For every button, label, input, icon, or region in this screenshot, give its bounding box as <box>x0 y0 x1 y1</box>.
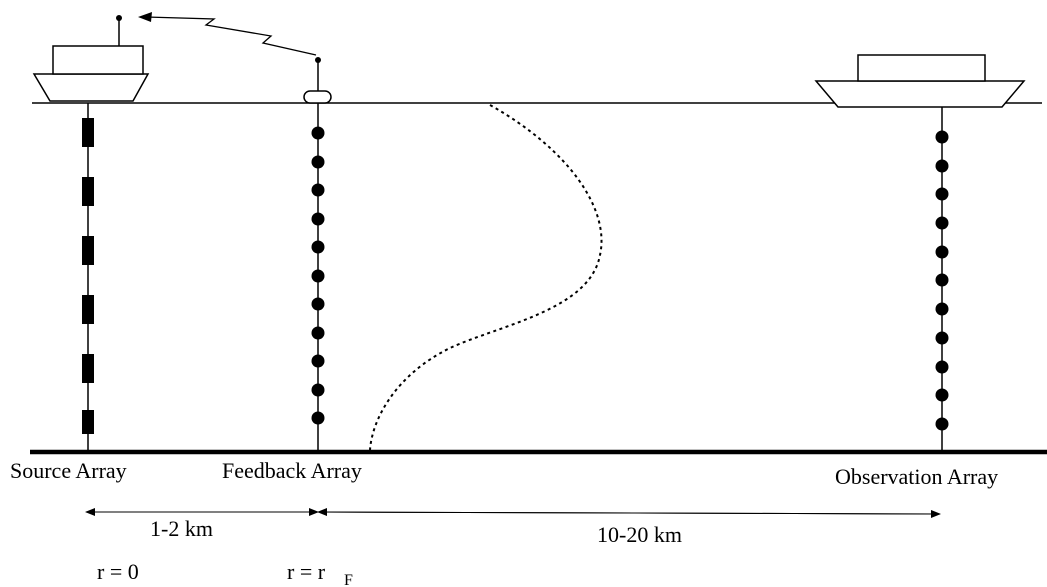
source-range-label: r = 0 <box>97 559 139 584</box>
source-element <box>82 295 94 324</box>
feedback-hydrophone <box>311 326 325 340</box>
feedback-array <box>311 103 325 452</box>
observation-hydrophone <box>935 216 949 230</box>
feedback-hydrophone <box>311 126 325 140</box>
observation-hydrophone <box>935 417 949 431</box>
source-element <box>82 354 94 383</box>
observation-hydrophone <box>935 302 949 316</box>
source-array-label: Source Array <box>10 458 127 483</box>
source-element <box>82 118 94 147</box>
source-ship <box>32 15 150 102</box>
source-element <box>82 410 94 434</box>
feedback-buoy <box>303 57 332 104</box>
observation-ship <box>814 54 1026 108</box>
observation-hydrophone <box>935 187 949 201</box>
radio-link-arrow <box>138 12 317 56</box>
feedback-range-subscript: F <box>344 572 353 587</box>
feedback-hydrophone <box>311 183 325 197</box>
feedback-hydrophone <box>311 383 325 397</box>
feedback-hydrophone <box>311 240 325 254</box>
source-element <box>82 177 94 206</box>
feedback-hydrophone <box>311 411 325 425</box>
observation-hydrophone <box>935 388 949 402</box>
feedback-hydrophone <box>311 155 325 169</box>
observation-hydrophone <box>935 245 949 259</box>
observation-hydrophone <box>935 273 949 287</box>
observation-array <box>935 107 949 452</box>
far-distance-arrow-left <box>317 508 937 517</box>
feedback-range-label: r = r <box>287 559 326 584</box>
observation-hydrophone <box>935 360 949 374</box>
observation-hydrophone <box>935 331 949 345</box>
source-array <box>82 103 94 452</box>
near-distance-label: 1-2 km <box>150 516 213 541</box>
source-element <box>82 236 94 265</box>
feedback-array-label: Feedback Array <box>222 458 362 483</box>
feedback-hydrophone <box>311 297 325 311</box>
observation-hydrophone <box>935 130 949 144</box>
feedback-hydrophone <box>311 354 325 368</box>
far-distance-label: 10-20 km <box>597 522 682 547</box>
observation-hydrophone <box>935 159 949 173</box>
feedback-hydrophone <box>311 269 325 283</box>
feedback-hydrophone <box>311 212 325 226</box>
observation-array-label: Observation Array <box>835 464 998 489</box>
sound-field-curve <box>369 104 603 451</box>
